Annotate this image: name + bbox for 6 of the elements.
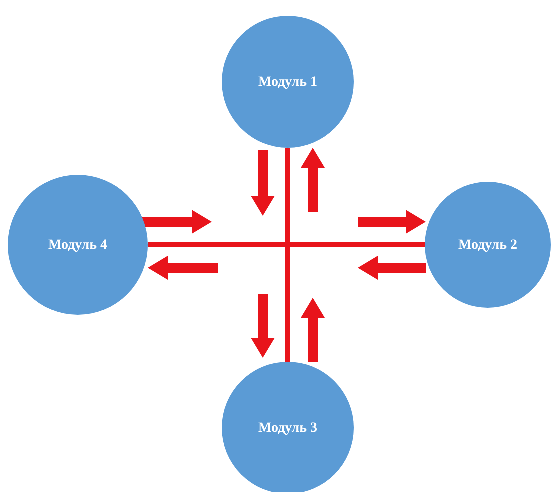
module-label: Модуль 2 [458, 236, 518, 254]
module-label: Модуль 1 [258, 74, 318, 92]
connector-line [148, 242, 425, 248]
connector-line [286, 148, 290, 362]
module-label: Модуль 4 [48, 236, 108, 254]
module-label: Модуль 3 [258, 420, 318, 438]
